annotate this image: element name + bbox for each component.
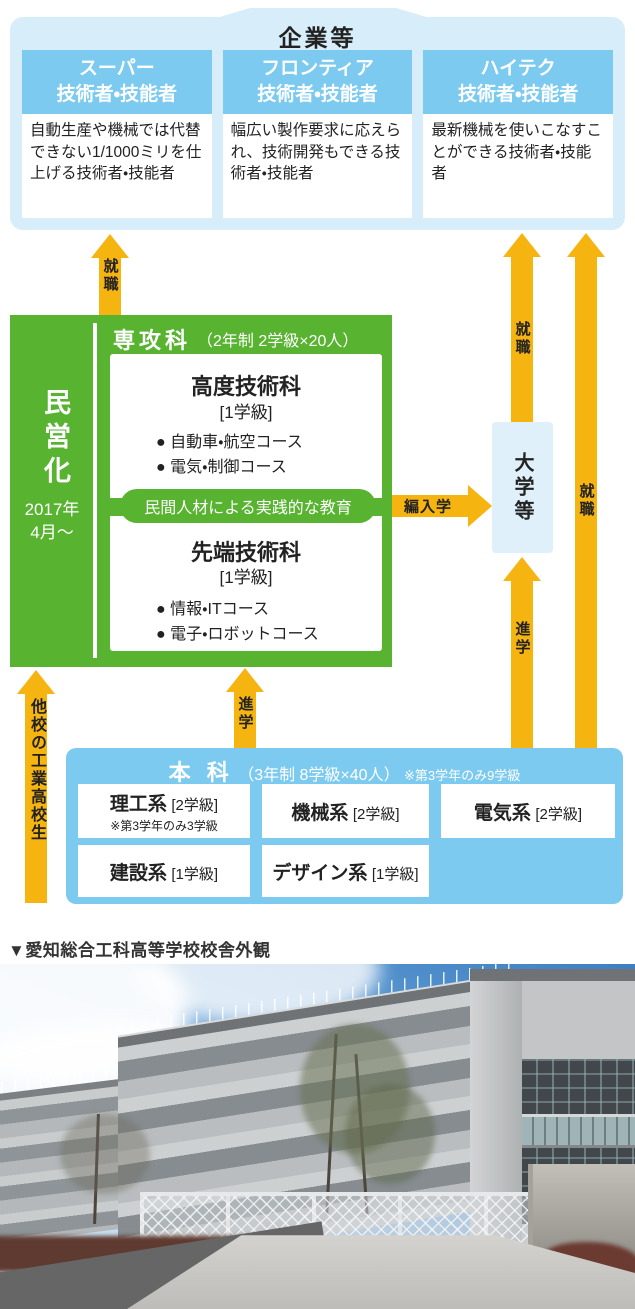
arrow-employment-right-label: 就職	[577, 483, 595, 519]
cell-kikai-main: 機械系 [2学級]	[291, 798, 399, 825]
cell-rikou-note: ※第3学年のみ3学級	[110, 818, 218, 833]
privatization-year: 2017年 4月〜	[10, 499, 94, 545]
photo-caption: ▼愛知総合工科高等学校校舎外観	[8, 941, 271, 960]
arrow-other-school-label: 他校の工業高校生	[28, 698, 45, 842]
arrow-advance-univ: 進学	[503, 557, 541, 748]
privatization-label: 民営化	[40, 388, 70, 490]
cell-kikai-name: 機械系	[291, 802, 349, 824]
cell-design-name: デザイン系	[272, 862, 368, 884]
card-super: スーパー 技術者・技能者 自動生産や機械では代替できない1/1000ミリを仕上げ…	[22, 50, 212, 218]
university-box: 大学等	[492, 422, 553, 553]
cell-kensetsu-main: 建設系 [1学級]	[110, 858, 218, 885]
main-course-note: ※第3学年のみ9学級	[404, 768, 521, 783]
card-hightech-title-2: 技術者・技能者	[457, 84, 579, 105]
dept1-course-2: ● 電気・制御コース	[156, 459, 287, 476]
dept2-course-1: ● 情報・ITコース	[156, 601, 269, 618]
year-line1: 2017年	[24, 500, 80, 519]
cell-design-unit: [1学級]	[371, 865, 419, 883]
card-super-header: スーパー 技術者・技能者	[22, 50, 212, 114]
specialty-title: 専攻科	[113, 328, 192, 353]
cell-denki-main: 電気系 [2学級]	[474, 798, 582, 825]
year-line2: 4月〜	[30, 522, 74, 542]
cell-denki-name: 電気系	[473, 802, 531, 824]
card-frontier: フロンティア 技術者・技能者 幅広い製作要求に応えられ、技術開発もできる技術者・…	[222, 50, 413, 218]
dept1-unit: [1学級]	[219, 403, 273, 422]
companies-title: 企業等	[278, 25, 357, 51]
divider	[93, 323, 97, 658]
card-hightech-title-1: ハイテク	[480, 58, 556, 80]
arrow-head-icon	[226, 668, 264, 692]
dept2-unit: [1学級]	[219, 568, 273, 587]
arrow-head-icon	[17, 670, 55, 694]
arrow-head-icon	[567, 233, 605, 257]
cell-design: デザイン系 [1学級]	[262, 845, 429, 897]
specialty-subtitle: （2年制 2学級×20人）	[197, 333, 359, 350]
practical-education-pill: 民間人材による実践的な教育	[120, 489, 376, 523]
cell-rikou-main: 理工系 [2学級]	[110, 789, 218, 816]
arrow-shaft	[511, 581, 533, 748]
arrow-employment-univ-label: 就職	[513, 321, 531, 357]
card-frontier-body: 幅広い製作要求に応えられ、技術開発もできる技術者・技能者	[222, 114, 413, 218]
arrow-employment-left: 就職	[90, 234, 130, 315]
dept1-name: 高度技術科	[190, 374, 301, 399]
cell-denki-unit: [2学級]	[535, 805, 583, 823]
main-course-subtitle: （3年制 8学級×40人）	[238, 767, 400, 784]
arrow-shaft	[99, 258, 121, 315]
glass-bridge	[520, 1114, 635, 1148]
arrow-shaft	[25, 694, 47, 903]
card-frontier-title-1: フロンティア	[261, 58, 374, 80]
arrow-shaft	[511, 257, 533, 422]
arrow-advance-univ-label: 進学	[513, 621, 531, 657]
school-photo	[0, 964, 635, 1309]
card-frontier-title-2: 技術者・技能者	[257, 84, 378, 105]
arrow-shaft	[234, 692, 256, 748]
arrow-shaft	[392, 495, 468, 517]
arrow-employment-right: 就職	[567, 233, 605, 748]
cell-rikou-unit: [2学級]	[171, 796, 219, 814]
dept1-course-1: ● 自動車・航空コース	[156, 434, 303, 451]
arrow-head-icon	[468, 485, 492, 527]
banner-tab	[216, 8, 430, 18]
arrow-employment-left-label: 就職	[101, 258, 119, 294]
arrow-advance-specialty: 進学	[226, 668, 264, 748]
cell-kensetsu-unit: [1学級]	[171, 865, 219, 883]
arrow-shaft	[575, 257, 597, 748]
card-frontier-header: フロンティア 技術者・技能者	[222, 50, 413, 114]
specialty-header: 専攻科 （2年制 2学級×20人）	[113, 323, 389, 355]
card-super-body: 自動生産や機械では代替できない1/1000ミリを仕上げる技術者・技能者	[22, 114, 212, 218]
career-cards: スーパー 技術者・技能者 自動生産や機械では代替できない1/1000ミリを仕上げ…	[22, 50, 614, 218]
tree-canopy	[60, 1114, 150, 1194]
card-hightech-body: 最新機械を使いこなすことができる技術者・技能者	[423, 114, 614, 218]
arrow-head-icon	[503, 233, 541, 257]
arrow-head-icon	[91, 234, 129, 258]
arrow-advance-specialty-label: 進学	[236, 696, 254, 732]
arrow-head-icon	[503, 557, 541, 581]
card-hightech: ハイテク 技術者・技能者 最新機械を使いこなすことができる技術者・技能者	[423, 50, 614, 218]
cell-design-main: デザイン系 [1学級]	[272, 858, 418, 885]
arrow-transfer-label: 編入学	[404, 498, 453, 516]
university-label: 大学等	[511, 451, 533, 524]
arrow-transfer: 編入学	[392, 485, 492, 527]
cell-denki: 電気系 [2学級]	[441, 784, 615, 838]
cell-kensetsu-name: 建設系	[109, 862, 167, 884]
card-super-title-2: 技術者・技能者	[56, 84, 178, 105]
arrow-other-school: 他校の工業高校生	[17, 670, 55, 903]
cell-kikai-unit: [2学級]	[352, 805, 400, 823]
cell-kensetsu: 建設系 [1学級]	[78, 845, 250, 897]
main-course-header: 本 科 （3年制 8学級×40人） ※第3学年のみ9学級	[66, 755, 623, 787]
dept2-name: 先端技術科	[190, 540, 301, 565]
card-hightech-header: ハイテク 技術者・技能者	[423, 50, 614, 114]
main-course-title: 本 科	[168, 760, 234, 785]
cell-rikou-name: 理工系	[109, 793, 167, 815]
card-super-title-1: スーパー	[78, 58, 155, 80]
arrow-employment-univ: 就職	[503, 233, 541, 422]
tree-canopy	[345, 1084, 435, 1184]
dept2-course-2: ● 電子・ロボットコース	[156, 626, 319, 643]
cell-kikai: 機械系 [2学級]	[262, 784, 429, 838]
cell-rikou: 理工系 [2学級] ※第3学年のみ3学級	[78, 784, 250, 838]
